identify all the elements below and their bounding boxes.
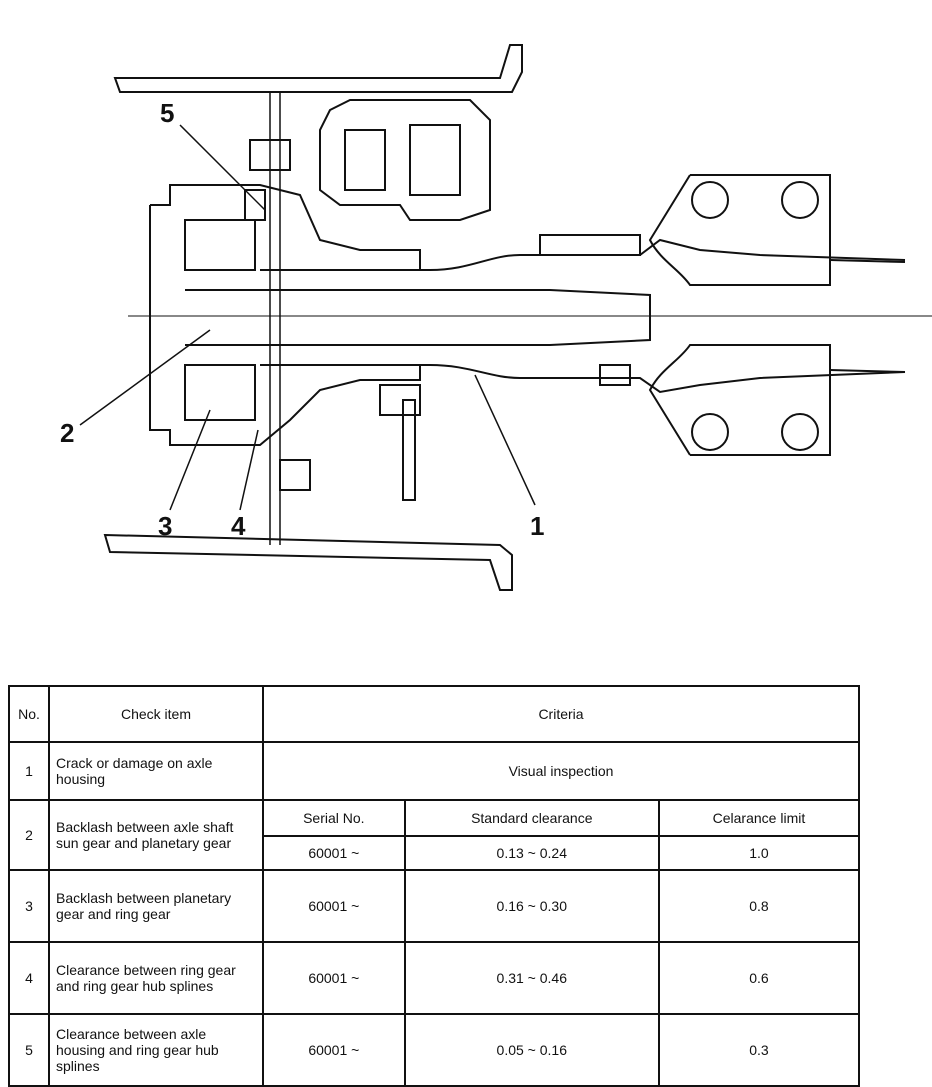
row-serial: 60001 ~ [262,869,406,943]
table-row: 5 Clearance between axle housing and rin… [8,1013,861,1087]
callout-4: 4 [231,511,246,541]
subheader-limit: Celarance limit [657,799,861,837]
inspection-criteria-table: No. Check item Criteria 1 Crack or damag… [8,685,861,1087]
row-standard: 0.31 ~ 0.46 [403,941,660,1015]
parking-brake-lever [402,399,416,501]
row-serial: 60001 ~ [262,941,406,1015]
row-check-item: Backlash between planetary gear and ring… [48,869,264,943]
header-no: No. [8,685,50,743]
row-no: 5 [8,1013,50,1087]
row-no: 4 [8,941,50,1015]
lower-rim [103,533,513,591]
table-row: 2 Backlash between axle shaft sun gear a… [8,799,861,871]
row-check-item: Clearance between ring gear and ring gea… [48,941,264,1015]
header-check-item: Check item [48,685,264,743]
callout-5: 5 [160,98,174,128]
row-no: 1 [8,741,50,801]
subheader-standard: Standard clearance [403,799,660,837]
table-row: 1 Crack or damage on axle housing Visual… [8,741,860,801]
row-check-item: Crack or damage on axle housing [48,741,264,801]
mounting-flange [648,174,831,456]
brake-caliper [319,99,491,221]
row-no: 2 [8,799,50,871]
wheel-hub [149,184,421,446]
row-limit: 0.6 [657,941,861,1015]
axle-housing [260,238,906,394]
table-row: 4 Clearance between ring gear and ring g… [8,941,861,1015]
row-no: 3 [8,869,50,943]
final-drive-cross-section-drawing: 5 2 3 4 1 [60,44,932,591]
table-row: 3 Backlash between planetary gear and ri… [8,869,861,943]
upper-rim [113,44,523,93]
row-standard: 0.16 ~ 0.30 [403,869,660,943]
row-serial: 60001 ~ [262,1013,406,1087]
header-criteria: Criteria [262,685,860,743]
callout-3: 3 [158,511,172,541]
planetary-gear-upper [184,219,256,271]
planetary-gear-lower [184,364,256,421]
callout-1: 1 [530,511,544,541]
table-row: 60001 ~ 0.13 ~ 0.24 1.0 [9,835,861,871]
row-limit: 0.3 [657,1013,861,1087]
table-header-row: No. Check item Criteria [8,685,860,743]
subheader-serial: Serial No. [262,799,406,837]
row-standard: 0.13 ~ 0.24 [403,835,660,871]
row-limit: 0.8 [657,869,861,943]
row-serial: 60001 ~ [262,835,406,871]
row-check-item: Backlash between axle shaft sun gear and… [48,799,264,871]
row-check-item: Clearance between axle housing and ring … [48,1013,264,1087]
callout-2: 2 [60,418,74,448]
axle-shaft [185,289,651,346]
row-criteria: Visual inspection [262,741,860,801]
row-limit: 1.0 [657,835,861,871]
row-standard: 0.05 ~ 0.16 [403,1013,660,1087]
